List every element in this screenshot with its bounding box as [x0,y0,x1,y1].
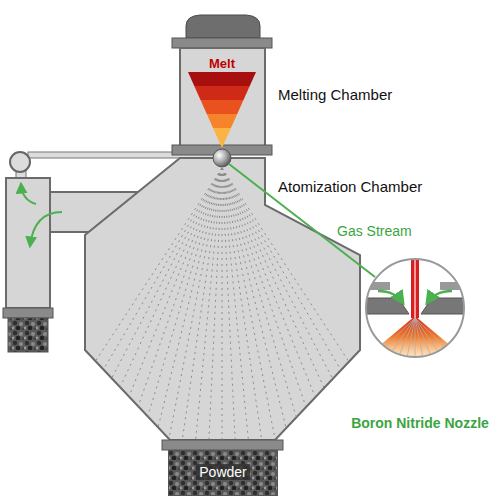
cyclone-separator [3,308,53,318]
spray-line [70,168,222,427]
nozzle-detail [360,255,470,378]
fan-line [392,318,415,373]
melting-chamber [172,38,272,48]
gas-flow-arrow [30,212,62,246]
spray-line [109,168,222,446]
nozzle-detail [411,255,419,318]
melting-chamber [186,15,260,38]
gas-flow-arrow [21,184,62,246]
gas-flow-arrow [21,184,36,204]
spray-line [222,168,361,434]
spray-line [222,168,335,446]
fan-line [415,318,416,378]
detail-caption: Boron Nitride Nozzle [351,415,489,432]
spray-line [222,168,374,427]
powder-collector: Powder [168,450,278,496]
spray-line [222,168,280,462]
fan-line [415,318,438,373]
nozzle-detail [427,291,452,303]
spray-line [222,168,236,468]
fan-line [403,318,415,377]
melt-layer [207,114,237,128]
spray-line [222,168,348,440]
spray-line [164,168,222,462]
melt-layer [188,72,256,86]
spray-line [222,168,308,455]
gas-pipe [10,152,30,172]
spray-line [122,168,222,451]
flow-label: Gas Stream [337,223,412,240]
spray-line [222,168,251,467]
melt-layer [194,86,249,100]
nozzle-detail [366,259,464,357]
atomization-chamber [162,440,283,450]
fan-lines [372,318,458,378]
spray-line [222,168,294,459]
spray-line [193,168,222,467]
cyclone-separator [6,178,50,308]
atomization-chamber [58,158,387,468]
spray-line [179,168,222,465]
spray-line [222,168,386,419]
spray-line [136,168,222,455]
melt-crucible: Melt [182,52,262,148]
nozzle-detail [414,255,416,318]
spray-line [222,168,265,465]
node-text: Melt [206,56,238,71]
nozzle-detail [378,291,403,303]
nozzle-sphere [213,149,231,167]
fan-line [415,318,449,368]
spray-line [222,168,223,468]
melting-chamber [172,15,272,155]
melt-layer [213,128,231,148]
powder-fill [169,451,278,496]
spray-lines [58,168,387,468]
spray-line [83,168,222,434]
nozzle-detail [360,282,390,290]
nozzle-detail [440,282,470,290]
chamber-label: Atomization Chamber [278,178,422,196]
chamber-label: Melting Chamber [278,86,392,104]
melt-layer [201,100,244,114]
spray-line [208,168,222,468]
cyclone-separator [8,318,48,352]
spray-line [150,168,222,459]
fan-line [372,318,415,360]
spray-line [96,168,222,440]
nozzle-detail [360,255,470,378]
spray-line [222,168,322,451]
node-text: Powder [196,464,249,480]
fan-line [415,318,458,360]
